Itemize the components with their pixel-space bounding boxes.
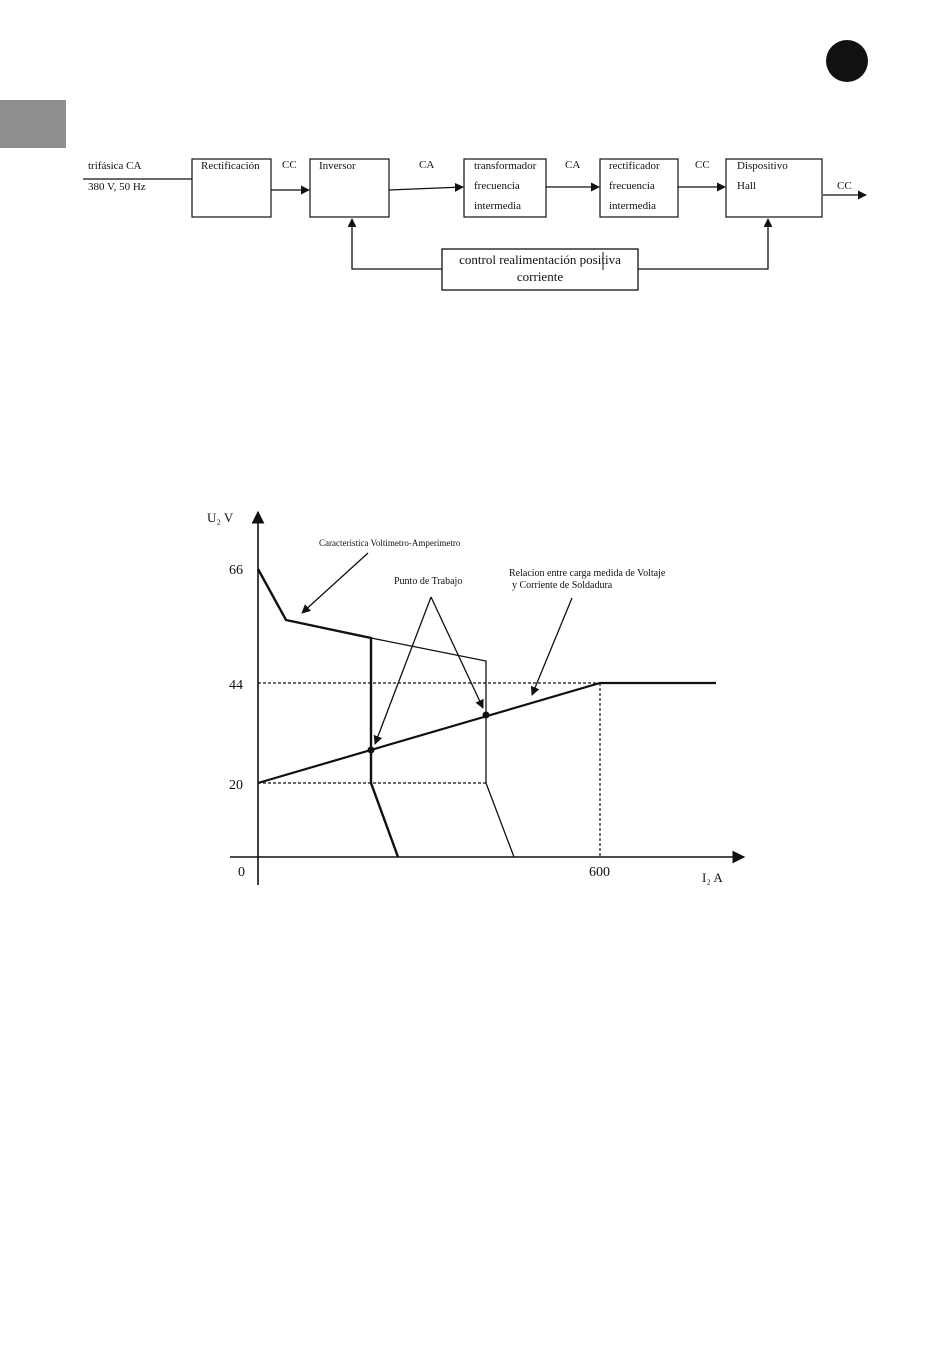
input-label-1: trifásica CA (88, 160, 142, 172)
block-transformador (463, 158, 547, 218)
page-marker-dot (826, 40, 868, 82)
edge-label-5: CC (837, 180, 852, 192)
block-hall-label-2: Hall (737, 180, 756, 192)
working-point-1 (367, 746, 375, 754)
block-rectificador-label-3: intermedia (609, 200, 656, 212)
block-inversor-label: Inversor (319, 160, 356, 172)
block-hall (725, 158, 823, 218)
arrow-inv-to-trafo (388, 182, 464, 192)
block-feedback-label-1: control realimentación positiva (459, 252, 621, 267)
working-point-2 (482, 711, 490, 719)
y-tick-44: 44 (229, 678, 243, 693)
characteristic-curve-inner (256, 568, 400, 858)
x-tick-0: 0 (238, 865, 245, 880)
block-transformador-label-3: intermedia (474, 200, 521, 212)
edge-label-1: CC (282, 159, 297, 171)
annotation-load-line-2: y Corriente de Soldadura (512, 580, 613, 591)
block-transformador-label-1: transformador (474, 160, 537, 172)
pointer-working-point-1 (373, 596, 432, 745)
block-rectificador-label-1: rectificador (609, 160, 660, 172)
pointer-load-line (530, 597, 573, 696)
annotation-load-line-1: Relacion entre carga medida de Voltaje (509, 568, 666, 579)
x-axis-label: I₂ A (702, 870, 723, 885)
edge-label-4: CC (695, 159, 710, 171)
annotation-working-point: Punto de Trabajo (394, 576, 462, 587)
y-tick-20: 20 (229, 778, 243, 793)
block-hall-label-1: Dispositivo (737, 160, 788, 172)
pointer-characteristic (301, 552, 369, 614)
block-diagram: trifásica CA 380 V, 50 Hz Rectificación … (83, 158, 867, 291)
arrow-feedback-to-hall (638, 218, 773, 270)
block-rectificacion-label: Rectificación (201, 160, 260, 172)
characteristic-chart: U₂ V I₂ A 66 44 20 0 600 Caracteristica … (207, 510, 746, 885)
block-rectificador (599, 158, 679, 218)
characteristic-curve-outer (370, 637, 515, 858)
edge-label-3: CA (565, 159, 580, 171)
arrow-feedback-to-inv (347, 218, 442, 270)
block-rectificacion (191, 158, 272, 218)
x-tick-600: 600 (589, 865, 610, 880)
block-inversor (309, 158, 390, 218)
block-feedback-label-2: corriente (517, 269, 563, 284)
edge-label-2: CA (419, 159, 434, 171)
y-tick-66: 66 (229, 563, 243, 578)
load-line (257, 681, 716, 785)
pointer-working-point-2 (430, 596, 484, 709)
block-transformador-label-2: frecuencia (474, 180, 520, 192)
section-tab (0, 100, 66, 148)
annotation-characteristic: Caracteristica Voltimetro-Amperimetro (319, 538, 461, 548)
y-axis-label: U₂ V (207, 510, 234, 525)
block-rectificador-label-2: frecuencia (609, 180, 655, 192)
input-label-2: 380 V, 50 Hz (88, 181, 146, 193)
